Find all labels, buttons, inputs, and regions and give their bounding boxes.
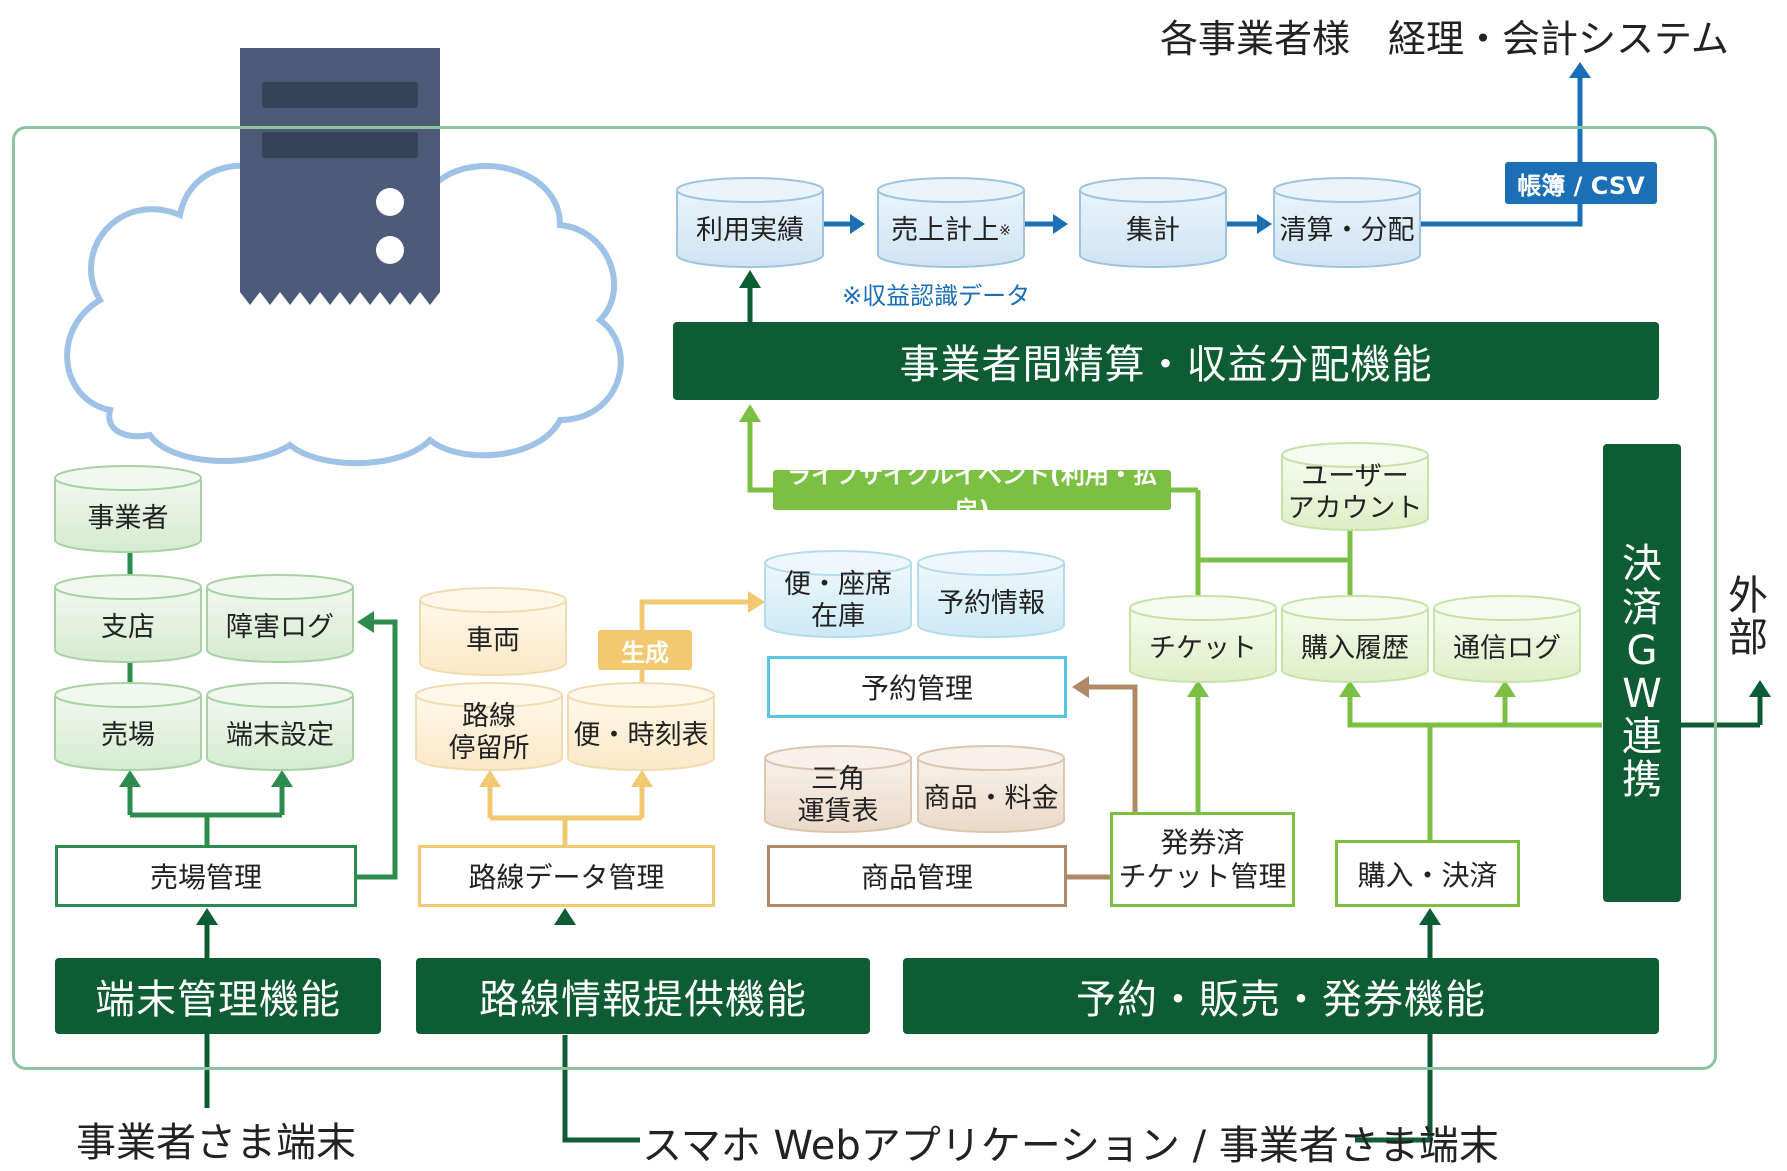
database-cylinders [54,177,1581,833]
arrowheads [119,62,1771,925]
db-sales [877,177,1025,268]
payment-gw-char: G [1626,627,1658,674]
db-clearing [1273,177,1421,268]
terminal-settings-label: 端末設定 [226,719,334,751]
db-reservation-info [917,550,1065,638]
revenue-note: ※収益認識データ [842,282,1031,310]
db-comm-log [1433,595,1581,683]
payment-gw-char: 決 [1622,541,1662,588]
purchase-payment-box: 購入・決済 [1335,840,1520,907]
route-info-function-bar: 路線情報提供機能 [416,958,870,1034]
external-char: 部 [1728,615,1768,661]
seat-stock-label: 便・座席 在庫 [784,568,892,632]
purchase-history-label: 購入履歴 [1301,632,1409,664]
db-stops [415,682,563,771]
route-data-management-box: 路線データ管理 [418,845,715,907]
db-terminal-settings [206,682,354,771]
db-operator [54,465,202,553]
aggregate-label: 集計 [1126,214,1180,246]
db-purchase-history [1281,595,1429,683]
operator-label: 事業者 [87,502,169,534]
branch-label: 支店 [101,611,155,643]
db-fault-log [206,574,354,663]
server-icon [240,48,440,305]
db-product-price [917,745,1065,833]
sales-mark: ※ [999,222,1011,239]
settlement-function-bar: 事業者間精算・収益分配機能 [673,322,1659,400]
store-label: 売場 [101,719,155,751]
product-price-label: 商品・料金 [923,782,1059,814]
timetable-label: 便・時刻表 [573,719,709,751]
external-char: 外 [1728,573,1768,619]
user-account-label: ユーザー アカウント [1287,460,1423,524]
accounting-system-title: 各事業者様 経理・会計システム [1160,17,1729,61]
db-branch [54,574,202,663]
ledger-csv-tag: 帳簿 / CSV [1505,162,1657,204]
vehicle-label: 車両 [466,624,520,656]
reservation-info-label: 予約情報 [937,587,1045,619]
db-ticket [1129,595,1277,683]
sales-label: 売上計上※ [878,200,1024,262]
system-frame [12,126,1717,1070]
db-aggregate [1079,177,1227,268]
issued-ticket-management-box: 発券済 チケット管理 [1110,812,1295,907]
lifecycle-event-tag: ライフサイクルイベント(利用・払戻) [773,461,1171,524]
db-fare-table [764,745,912,833]
payment-gw-char: W [1622,671,1662,717]
db-usage [676,177,824,268]
reservation-management-box: 予約管理 [767,656,1067,718]
payment-gw-char: 携 [1622,757,1662,804]
payment-gw-char: 連 [1622,714,1662,761]
external-label: 外 部 [1728,575,1768,659]
payment-gw-char: 済 [1622,584,1662,631]
payment-gateway-bar: 決 済 G W 連 携 [1603,444,1681,902]
product-management-box: 商品管理 [767,845,1067,907]
comm-log-label: 通信ログ [1453,632,1561,664]
ticket-label: チケット [1149,632,1257,664]
fare-table-label: 三角 運賃表 [797,763,879,827]
db-store [54,682,202,771]
terminal-management-function-bar: 端末管理機能 [55,958,381,1034]
clearing-label: 清算・分配 [1279,214,1415,246]
generate-tag: 生成 [598,630,692,670]
reservation-sales-ticketing-function-bar: 予約・販売・発券機能 [903,958,1659,1034]
usage-label: 利用実績 [696,214,804,246]
stops-label: 路線 停留所 [448,700,530,764]
fault-log-label: 障害ログ [226,611,334,643]
db-seat-stock [764,550,912,638]
db-user-account [1281,442,1429,531]
cloud-icon [64,151,624,467]
db-timetable [567,682,715,771]
db-vehicle [419,587,567,676]
store-management-box: 売場管理 [55,845,357,907]
app-client-caption: スマホ Webアプリケーション / 事業者さま端末 [642,1123,1499,1169]
sales-text: 売上計上 [891,214,1000,246]
connectors [127,74,1763,1143]
operator-terminal-caption: 事業者さま端末 [76,1120,356,1166]
